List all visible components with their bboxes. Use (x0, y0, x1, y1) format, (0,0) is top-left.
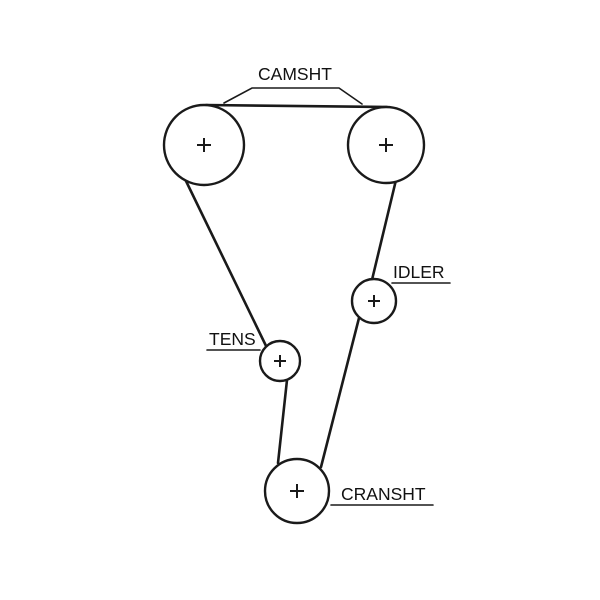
center-cross-icon (379, 138, 393, 152)
camshaft-label: CAMSHT (258, 64, 332, 84)
camshaft-leader-line (223, 87, 363, 105)
belt-left-run-cam-to-tensioner (184, 179, 270, 352)
center-cross-icon (274, 355, 286, 367)
belt-right-run-idler-to-crank (319, 316, 361, 469)
center-cross-icon (197, 138, 211, 152)
belt-right-run-cam-to-idler (369, 178, 398, 286)
belt-top-span (204, 103, 389, 109)
center-cross-icon (290, 484, 304, 498)
tensioner-label: TENS (209, 329, 256, 349)
crankshaft-label: CRANSHT (341, 484, 426, 504)
idler-label: IDLER (393, 262, 445, 282)
belt-left-run-tensioner-to-crank (276, 378, 289, 465)
center-cross-icon (368, 295, 380, 307)
